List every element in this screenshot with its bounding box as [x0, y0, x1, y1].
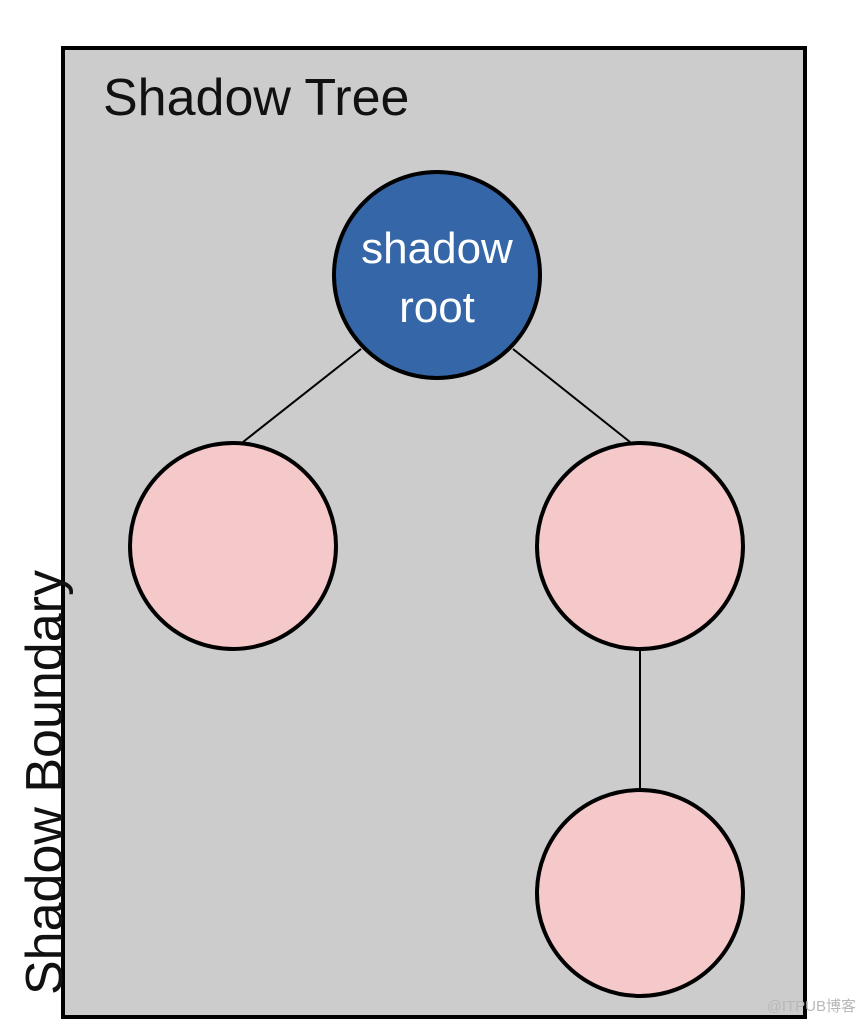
child-node-right [535, 441, 745, 651]
child-node-left [128, 441, 338, 651]
shadow-root-label-line2: root [399, 283, 475, 332]
watermark: @ITPUB博客 [766, 998, 856, 1015]
grandchild-node [535, 788, 745, 998]
diagram-title: Shadow Tree [103, 69, 409, 127]
edge-root-right [512, 348, 631, 443]
shadow-root-label-line1: shadow [361, 224, 513, 273]
shadow-boundary-label: Shadow Boundary [16, 570, 74, 995]
edge-root-left [242, 348, 362, 443]
shadow-root-node [332, 170, 542, 380]
